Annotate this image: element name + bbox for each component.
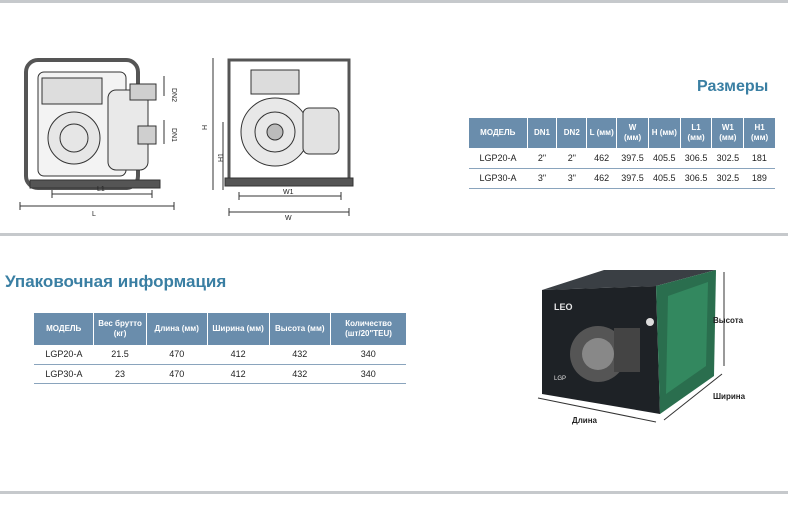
- top-rule: [0, 0, 788, 3]
- h-label: H: [202, 125, 209, 130]
- col-length: Длина (мм): [146, 313, 208, 345]
- l1-label: L1: [97, 186, 105, 193]
- cell: 23: [93, 364, 147, 384]
- cell: 3": [556, 168, 587, 189]
- middle-rule: [0, 233, 788, 236]
- col-w: W (мм): [616, 118, 649, 148]
- cell: 21.5: [93, 345, 147, 365]
- dn1-label: DN1: [170, 128, 177, 142]
- col-w1: W1 (мм): [711, 118, 745, 148]
- cell: 462: [586, 168, 617, 189]
- cell: 306.5: [680, 148, 712, 169]
- col-h: H (мм): [648, 118, 681, 148]
- cell: 2": [527, 148, 557, 169]
- box-brand: LEO: [554, 302, 573, 312]
- cell: 405.5: [648, 148, 681, 169]
- dn2-label: DN2: [170, 88, 177, 102]
- cell: 405.5: [648, 168, 681, 189]
- box-length-label: Длина: [572, 416, 597, 425]
- cell: 462: [586, 148, 617, 169]
- dimensions-title: Размеры: [697, 78, 769, 95]
- cell: 397.5: [616, 148, 649, 169]
- cell: 470: [146, 364, 208, 384]
- dimensions-header-row: МОДЕЛЬ DN1 DN2 L (мм) W (мм) H (мм) L1 (…: [469, 118, 775, 148]
- cell: 397.5: [616, 168, 649, 189]
- col-model: МОДЕЛЬ: [469, 118, 528, 148]
- table-row: LGP20-A 2" 2" 462 397.5 405.5 306.5 302.…: [469, 148, 775, 169]
- l-label: L: [92, 211, 96, 218]
- cell: 470: [146, 345, 208, 365]
- cell: 412: [207, 345, 269, 365]
- box-height-label: Высота: [713, 316, 744, 325]
- cell: 181: [743, 148, 775, 169]
- cell: 3": [527, 168, 557, 189]
- packaging-box-image: LEO LGP: [537, 270, 725, 423]
- col-weight: Вес брутто (кг): [93, 313, 147, 345]
- dimensions-table: МОДЕЛЬ DN1 DN2 L (мм) W (мм) H (мм) L1 (…: [469, 118, 775, 189]
- packing-title: Упаковочная информация: [5, 272, 227, 291]
- cell: 306.5: [680, 168, 712, 189]
- packing-table: МОДЕЛЬ Вес брутто (кг) Длина (мм) Ширина…: [34, 313, 406, 384]
- col-dn2: DN2: [556, 118, 588, 148]
- table-row: LGP30-A 23 470 412 432 340: [34, 364, 406, 384]
- cell: 302.5: [711, 148, 744, 169]
- bottom-rule: [0, 491, 788, 494]
- table-row: LGP20-A 21.5 470 412 432 340: [34, 345, 406, 365]
- col-h1: H1 (мм): [743, 118, 775, 148]
- cell: 432: [269, 345, 331, 365]
- cell: LGP20-A: [34, 345, 94, 365]
- cell: 412: [207, 364, 269, 384]
- cell: 189: [743, 168, 775, 189]
- cell: LGP30-A: [469, 168, 528, 189]
- table-row: LGP30-A 3" 3" 462 397.5 405.5 306.5 302.…: [469, 168, 775, 189]
- box-model-mark: LGP: [554, 376, 566, 382]
- h1-label: H1: [218, 153, 225, 162]
- col-l: L (мм): [586, 118, 618, 148]
- cell: LGP20-A: [469, 148, 528, 169]
- cell: 340: [330, 345, 406, 365]
- col-height: Высота (мм): [269, 313, 332, 345]
- cell: 432: [269, 364, 331, 384]
- col-width: Ширина (мм): [207, 313, 270, 345]
- col-quantity: Количество (шт/20"TEU): [330, 313, 406, 345]
- pump-side-drawing: DN2 DN1 L1 L: [19, 58, 177, 218]
- w-label: W: [285, 215, 292, 222]
- cell: LGP30-A: [34, 364, 94, 384]
- col-dn1: DN1: [527, 118, 558, 148]
- w1-label: W1: [283, 189, 294, 196]
- cell: 340: [330, 364, 406, 384]
- cell: 302.5: [711, 168, 744, 189]
- packing-header-row: МОДЕЛЬ Вес брутто (кг) Длина (мм) Ширина…: [34, 313, 406, 345]
- pump-front-drawing: H H1 W1 W: [202, 58, 354, 222]
- box-width-label: Ширина: [713, 392, 746, 401]
- cell: 2": [556, 148, 587, 169]
- col-model: МОДЕЛЬ: [34, 313, 95, 345]
- col-l1: L1 (мм): [680, 118, 713, 148]
